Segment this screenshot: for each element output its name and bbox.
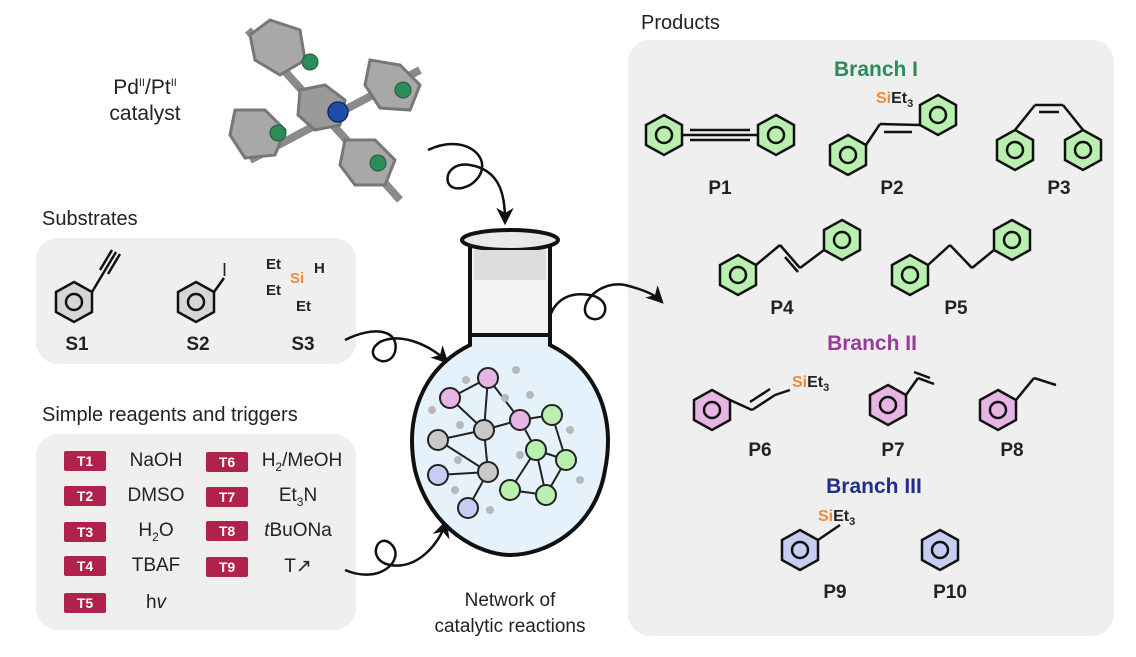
product-p5-structure: [890, 218, 1032, 297]
reagent-name: T↗: [284, 556, 312, 577]
product-p2-structure: [828, 93, 958, 177]
s3-h: H: [314, 260, 325, 277]
product-p3-label: P3: [1047, 178, 1071, 199]
product-p4-label: P4: [770, 298, 794, 319]
reagent-tag: T1: [64, 451, 106, 471]
arrow-reagents-to-flask: [344, 520, 450, 576]
branch-3-heading: Branch III: [826, 475, 922, 498]
substrate-s1-structure: [54, 249, 122, 324]
reagent-t6: T6 H2/MeOH: [206, 450, 356, 474]
reagent-name: NaOH: [129, 450, 183, 471]
p9-siet3: SiEt3: [818, 508, 856, 529]
reagent-name: H2O: [138, 520, 174, 544]
reagent-tag: T8: [206, 521, 248, 541]
substrate-s2-structure: [176, 277, 226, 324]
product-p1-label: P1: [708, 178, 732, 199]
reagent-name: TBAF: [131, 555, 181, 576]
network-caption-line2: catalytic reactions: [434, 616, 586, 637]
product-p7-structure: [868, 370, 935, 427]
reagents-title: Simple reagents and triggers: [42, 404, 298, 426]
substrate-s1-label: S1: [65, 334, 89, 355]
network-caption: Network of catalytic reactions: [400, 588, 620, 640]
product-p9-structure: [780, 523, 841, 572]
reagent-name: tBuONa: [264, 520, 332, 541]
product-p1-structure: [644, 113, 796, 157]
product-p6-structure: [692, 387, 791, 432]
substrate-s2-label: S2: [186, 334, 210, 355]
product-p2-label: P2: [880, 178, 904, 199]
arrow-catalyst-to-flask: [427, 142, 514, 226]
catalyst-pd-ox: II: [138, 77, 145, 89]
catalyst-word: catalyst: [109, 102, 181, 125]
catalyst-pt-ox: II: [170, 77, 177, 89]
catalyst-pt: /Pt: [145, 76, 171, 99]
catalytic-network: [427, 366, 584, 519]
p6-siet3: SiEt3: [792, 374, 830, 395]
reagent-t9: T9 T↗: [206, 555, 348, 578]
product-p3-structure: [995, 103, 1103, 172]
reagent-tag: T9: [206, 556, 248, 577]
network-caption-line1: Network of: [464, 590, 556, 611]
product-p5-label: P5: [944, 298, 968, 319]
substrate-s3-label: S3: [291, 334, 315, 355]
branch-1-heading: Branch I: [833, 58, 919, 81]
catalyst-pd: Pd: [113, 76, 139, 99]
product-p8-structure: [978, 376, 1057, 432]
substrate-s2-atom: I: [222, 260, 228, 280]
products-title: Products: [641, 12, 720, 34]
reagent-tag: T2: [64, 486, 106, 506]
product-p10-structure: [920, 528, 960, 572]
reagent-t7: T7 Et3N: [206, 485, 348, 509]
arrow-substrates-to-flask: [344, 330, 449, 364]
product-p4-structure: [718, 218, 862, 297]
product-p10-label: P10: [933, 582, 967, 603]
reagent-tag: T6: [206, 451, 248, 472]
arrow-flask-to-products: [546, 283, 664, 341]
reagent-tag: T7: [206, 486, 248, 507]
reagent-t4: T4 TBAF: [64, 555, 206, 577]
s3-si: Si: [290, 270, 305, 287]
s3-et-bottom: Et: [296, 298, 311, 315]
reagent-t5: T5 hv: [64, 592, 206, 614]
s3-et-top: Et: [266, 256, 281, 273]
reaction-flask: [410, 228, 610, 558]
reagent-t8: T8 tBuONa: [206, 520, 348, 542]
p2-siet3: SiEt3: [876, 90, 914, 111]
reagent-tag: T4: [64, 556, 106, 576]
product-p6-label: P6: [748, 440, 772, 461]
reagent-t1: T1 NaOH: [64, 450, 206, 472]
product-p8-label: P8: [1000, 440, 1024, 461]
reagent-name: Et3N: [278, 485, 318, 509]
reagent-t2: T2 DMSO: [64, 485, 206, 507]
reagent-tag: T3: [64, 521, 106, 542]
branch-2-heading: Branch II: [827, 332, 917, 355]
substrate-s3-structure: Et Si H Et Et: [266, 248, 336, 328]
reagent-name: DMSO: [127, 485, 185, 506]
product-p7-label: P7: [881, 440, 905, 461]
s3-et-left: Et: [266, 282, 281, 299]
reagent-t3: T3 H2O: [64, 520, 206, 544]
reagent-name: hv: [145, 592, 167, 613]
substrates-title: Substrates: [42, 208, 138, 230]
reagent-tag: T5: [64, 593, 106, 613]
product-p9-label: P9: [823, 582, 847, 603]
catalyst-label: PdII/PtII catalyst: [80, 70, 210, 127]
catalyst-molecule: [228, 18, 422, 203]
reagent-name: H2/MeOH: [261, 450, 343, 474]
